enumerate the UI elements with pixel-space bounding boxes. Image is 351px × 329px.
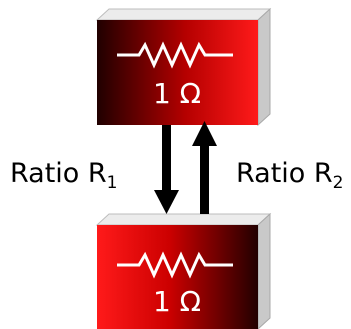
arrow-down-icon [154, 125, 179, 214]
bottom-resistor-box: 1 Ω [95, 212, 272, 329]
ratio-right-main: Ratio R [236, 158, 333, 189]
arrow-up-icon [192, 121, 217, 214]
ratio-left-main: Ratio R [10, 158, 107, 189]
bottom-box-side-face [257, 212, 271, 329]
top-box-value-label: 1 Ω [153, 77, 201, 110]
resistor-icon [117, 41, 233, 69]
ratio-right-label: Ratio R2 [236, 158, 344, 193]
bottom-box-front-face [97, 225, 258, 329]
bottom-box-value-label: 1 Ω [153, 285, 201, 318]
bottom-box-top-face [95, 213, 272, 226]
top-box-front-face [97, 20, 258, 125]
top-resistor-box: 1 Ω [95, 7, 272, 127]
ratio-right-subscript: 2 [333, 173, 344, 193]
ratio-left-subscript: 1 [107, 173, 118, 193]
resistor-icon [117, 251, 233, 279]
ratio-left-label: Ratio R1 [10, 158, 118, 193]
top-box-top-face [95, 8, 272, 21]
top-box-side-face [257, 7, 271, 127]
